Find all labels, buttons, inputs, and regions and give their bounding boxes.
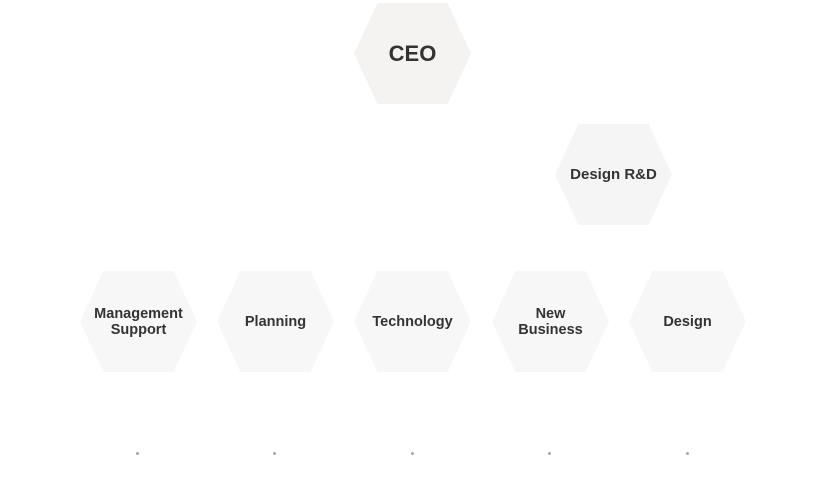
department-label: Management Support <box>94 305 183 338</box>
connector-dot <box>686 452 689 455</box>
department-node-planning: Planning <box>217 271 334 372</box>
department-node-new-business: New Business <box>492 271 609 372</box>
department-label: Technology <box>372 313 453 330</box>
ceo-node: CEO <box>354 3 471 104</box>
department-node-management-support: Management Support <box>80 271 197 372</box>
design-rnd-node: Design R&D <box>555 124 672 225</box>
connector-dot <box>411 452 414 455</box>
department-label: Planning <box>244 313 307 330</box>
connector-dot <box>273 452 276 455</box>
ceo-label: CEO <box>388 40 437 66</box>
connector-dot <box>136 452 139 455</box>
department-label: New Business <box>518 305 583 338</box>
department-label: Design <box>663 313 712 330</box>
department-node-design: Design <box>629 271 746 372</box>
connector-dot <box>548 452 551 455</box>
design-rnd-label: Design R&D <box>570 166 657 183</box>
department-node-technology: Technology <box>354 271 471 372</box>
